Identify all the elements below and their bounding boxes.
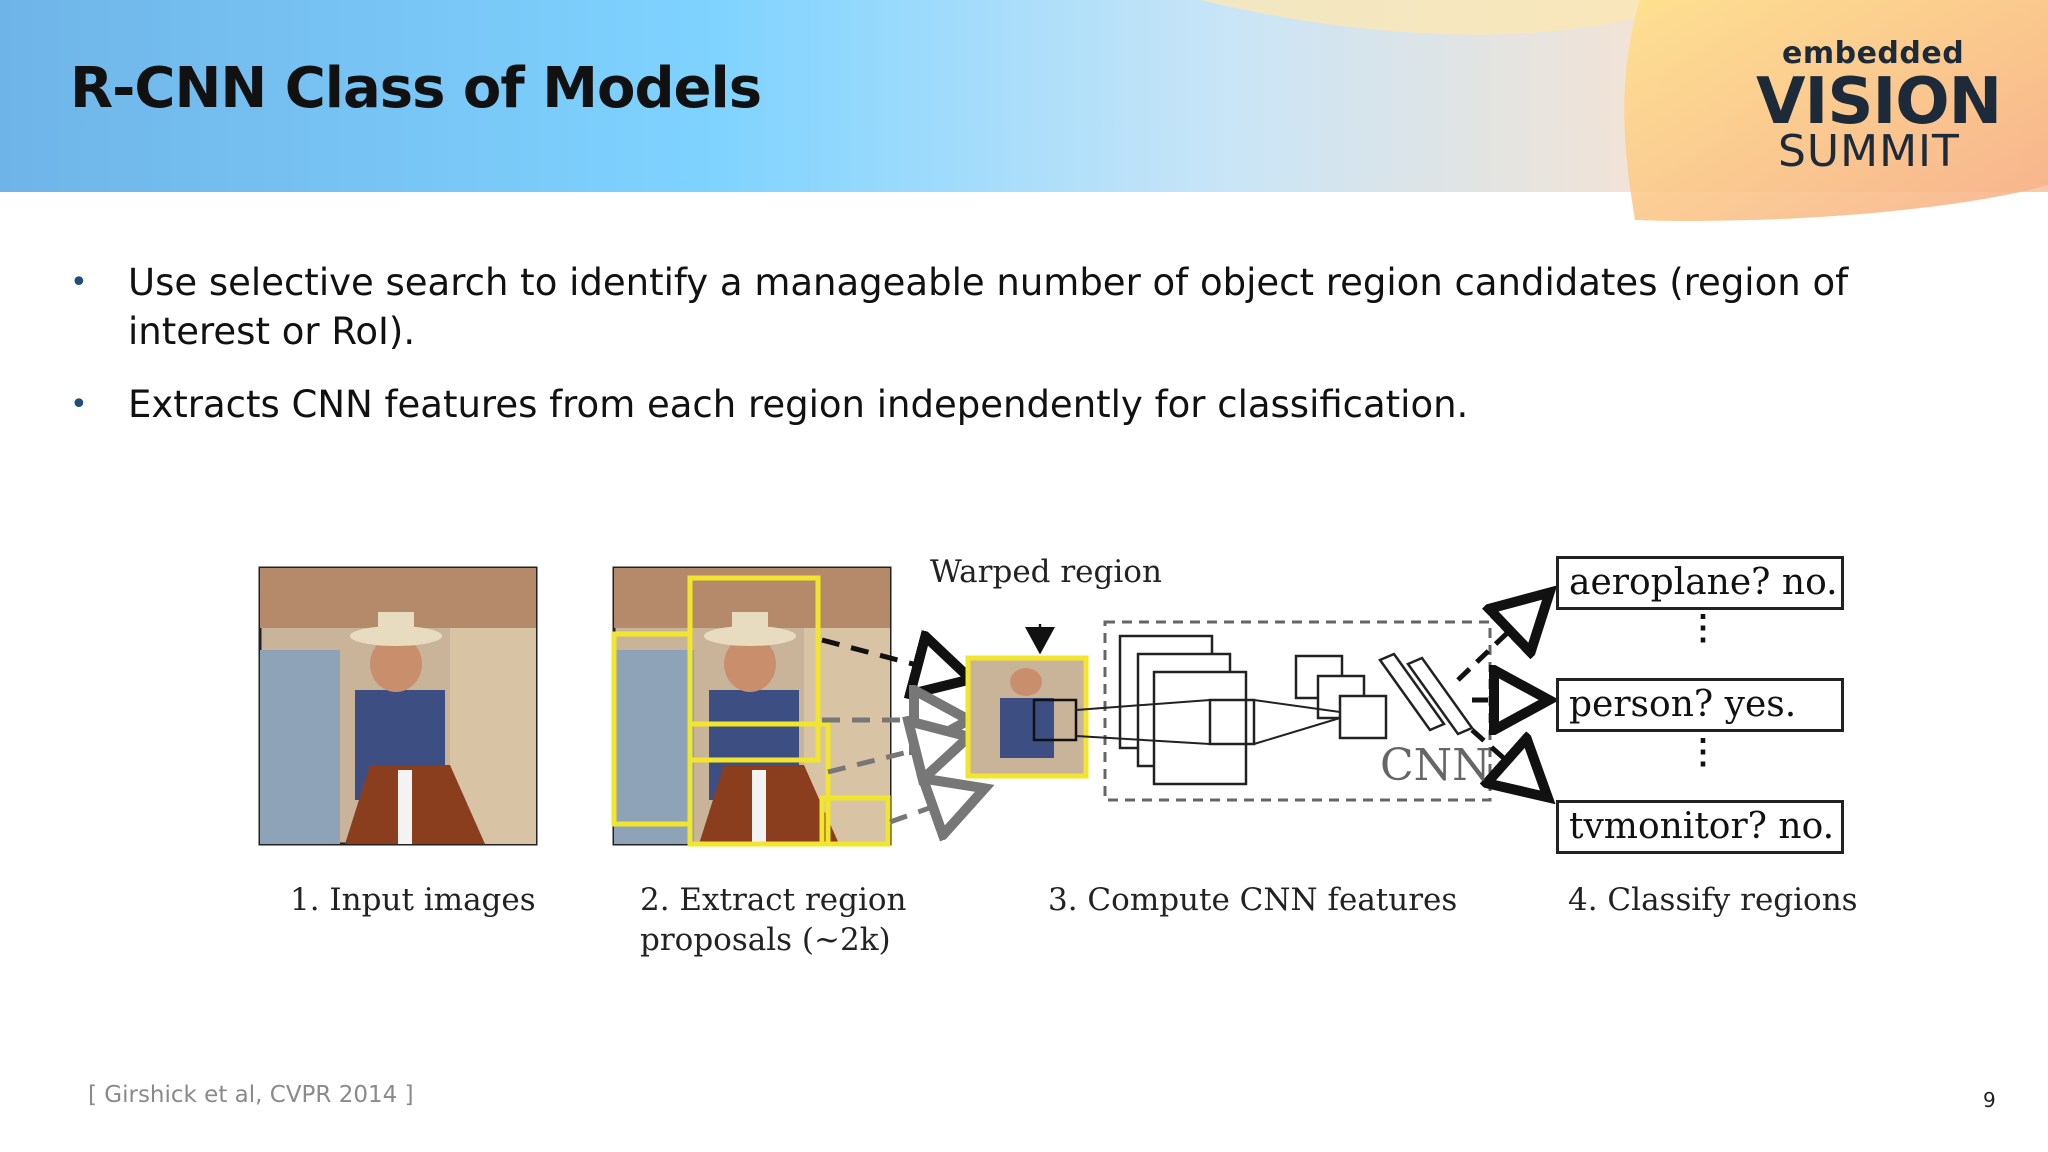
- ellipsis-dots: ⋮: [1686, 732, 1720, 772]
- caption-classify-regions: 4. Classify regions: [1568, 882, 1858, 918]
- input-image: [258, 566, 538, 846]
- page-number: 9: [1983, 1088, 1996, 1112]
- cnn-label: CNN: [1380, 740, 1491, 791]
- bullet-list: • Use selective search to identify a man…: [70, 258, 1970, 453]
- proposal-box: [819, 795, 891, 847]
- warped-region-label: Warped region: [930, 554, 1162, 590]
- figure-graphics: [258, 566, 1870, 847]
- header-background: [0, 0, 2048, 221]
- bullet-dot: •: [70, 387, 88, 422]
- logo-line-3: SUMMIT: [1778, 126, 1960, 177]
- proposal-box: [687, 721, 831, 847]
- bullet-item: • Extracts CNN features from each region…: [70, 380, 1970, 429]
- rcnn-pipeline-figure: Warped region CNN aeroplane? no. ⋮ perso…: [250, 540, 1870, 970]
- class-box-person: person? yes.: [1556, 678, 1844, 732]
- logo-line-2: VISION: [1756, 65, 2002, 139]
- slide-title: R-CNN Class of Models: [70, 56, 762, 121]
- caption-compute-features: 3. Compute CNN features: [1048, 882, 1458, 918]
- bullet-dot: •: [70, 265, 88, 300]
- cnn-block: [1075, 620, 1492, 802]
- ellipsis-dots: ⋮: [1686, 608, 1720, 648]
- bullet-item: • Use selective search to identify a man…: [70, 258, 1970, 356]
- bullet-text: Use selective search to identify a manag…: [128, 261, 1849, 353]
- caption-input-images: 1. Input images: [290, 882, 536, 918]
- class-box-tvmonitor: tvmonitor? no.: [1556, 800, 1844, 854]
- caption-extract-proposals: 2. Extract region proposals (~2k): [640, 882, 907, 958]
- class-box-aeroplane: aeroplane? no.: [1556, 556, 1844, 610]
- bullet-text: Extracts CNN features from each region i…: [128, 383, 1469, 426]
- header-banner: R-CNN Class of Models embedded VISION SU…: [0, 0, 2048, 221]
- warped-region: [965, 655, 1089, 779]
- logo-line-1: embedded: [1782, 36, 1965, 71]
- proposals-image: [611, 566, 892, 847]
- citation: [ Girshick et al, CVPR 2014 ]: [88, 1082, 414, 1108]
- embedded-vision-summit-logo: embedded VISION SUMMIT: [1756, 36, 2002, 176]
